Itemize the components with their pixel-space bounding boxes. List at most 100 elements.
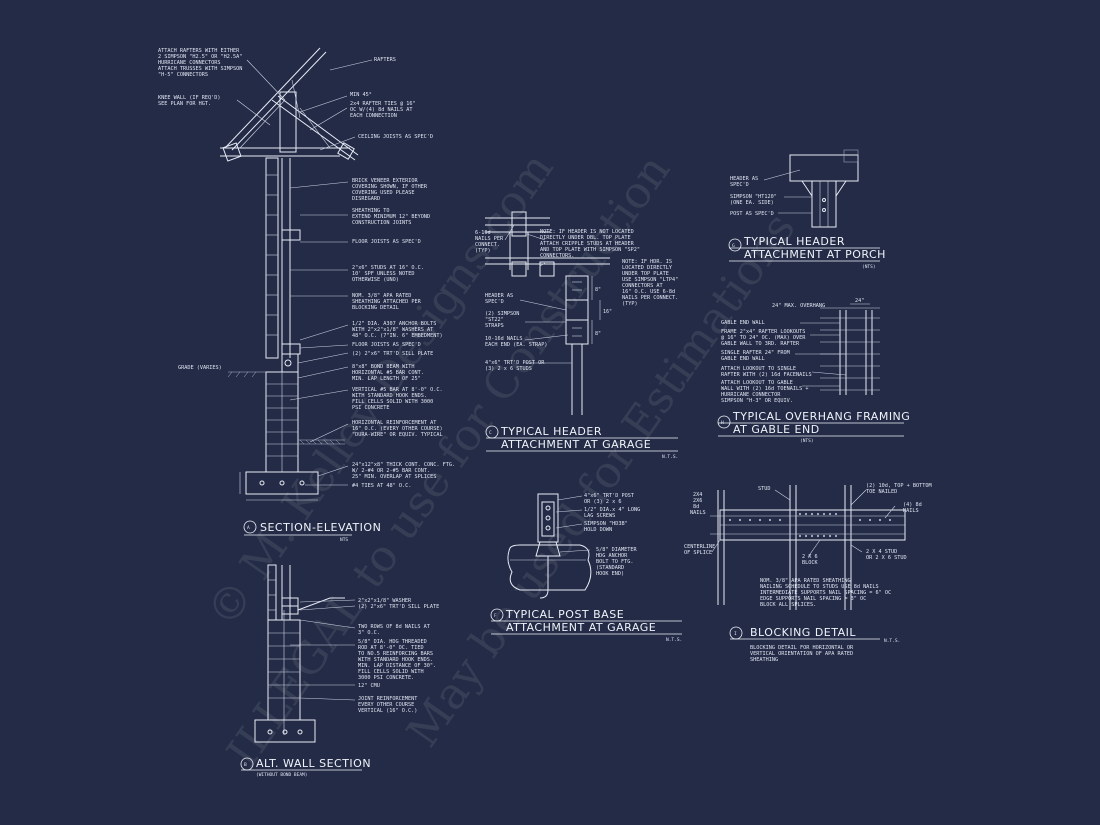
- detail-b-title: ALT. WALL SECTION: [256, 757, 371, 770]
- note: "H-5" CONNECTORS: [158, 72, 208, 78]
- note: BOLT TO FTG.: [596, 559, 633, 565]
- note: BLOCK: [802, 560, 818, 566]
- note: (3) 2 x 6 STUDS: [485, 366, 532, 372]
- note: SPEC'D: [485, 299, 504, 305]
- note: OR (3) 2 x 6: [584, 499, 621, 505]
- detail-g-title-line-1: TYPICAL HEADER: [743, 235, 845, 248]
- note: INTERMEDIATE SUPPORTS NAIL SPACING = 6" …: [760, 590, 891, 596]
- detail-g-framing: [789, 149, 859, 228]
- detail-g-title-block: G TYPICAL HEADER ATTACHMENT AT PORCH (NT…: [728, 235, 885, 270]
- note: MIN 45°: [350, 92, 372, 98]
- note: KNEE WALL (IF REQ'D): [158, 95, 220, 101]
- note: SHEATHING: [750, 657, 778, 663]
- note: SHEATHING TO: [352, 208, 389, 214]
- note: 10' SPF UNLESS NOTED: [352, 271, 414, 277]
- note: EXTEND MINIMUM 12" BEYOND: [352, 214, 430, 220]
- detail-a-cmu-foundation: [227, 371, 345, 501]
- note: VERTICAL (16" O.C.): [358, 708, 417, 714]
- note: ROD AT 8'-0" OC. TIED: [358, 645, 424, 651]
- detail-c-nts: N.T.S.: [662, 454, 678, 460]
- note: 8d: [693, 504, 699, 510]
- note: NOTE: IF HDR. IS: [622, 259, 672, 265]
- note: VERTICAL ORIENTATION OF APA RATED: [750, 651, 853, 657]
- note: BLOCKING DETAIL: [352, 305, 399, 311]
- note: WITH STANDARD HOOK ENDS.: [358, 657, 433, 663]
- note: 2 SIMPSON "H2.5" OR "H2.5A": [158, 54, 242, 60]
- note: CONNECTORS AT: [622, 283, 663, 289]
- note: 16" O.C. (EVERY OTHER COURSE): [352, 426, 443, 432]
- note: (2) SIMPSON: [485, 311, 519, 317]
- note: (2) 10d, TOP + BOTTOM: [866, 483, 932, 489]
- note: STRAPS: [485, 323, 504, 329]
- note: (4) 8d: [903, 502, 922, 508]
- detail-h-title-block: H TYPICAL OVERHANG FRAMING AT GABLE END …: [717, 410, 910, 444]
- detail-a-notes: ATTACH RAFTERS WITH EITHER 2 SIMPSON "H2…: [158, 48, 455, 489]
- note: NOM. 3/8" APA RATED: [352, 293, 411, 299]
- note: HURRICANE CONNECTORS: [158, 60, 220, 66]
- detail-c-notes: 6-10d NAILS PER CONNECT. (TYP) NOTE: IF …: [475, 229, 678, 372]
- detail-h-leaders: [795, 322, 847, 387]
- detail-f-title-line-2: ATTACHMENT AT GARAGE: [506, 621, 656, 634]
- note: EACH END (EA. STRAP): [485, 342, 547, 348]
- note: ATTACH LOOKOUT TO GABLE: [721, 380, 793, 386]
- note: @ 16" TO 24" OC. (MAX) OVER: [721, 335, 806, 341]
- note: COVERING SHOWN, IF OTHER: [352, 184, 428, 190]
- detail-a-leaders: [236, 59, 373, 486]
- note: MIN. LAP LENGTH OF 25": [352, 376, 421, 382]
- note: CONNECTORS.: [540, 253, 574, 259]
- note: 16" O.C. USE 6-8d: [622, 289, 675, 295]
- detail-h-overhang-framing: 24" MAX. OVERHANG 24" GABLE END WALL FRA…: [717, 298, 910, 444]
- detail-a-wall: [265, 157, 301, 373]
- detail-g-header-porch: HEADER AS SPEC'D SIMPSON "HT120" (ONE EA…: [728, 149, 885, 270]
- note: (TYP): [475, 248, 491, 254]
- note: ATTACH RAFTERS WITH EITHER: [158, 48, 240, 54]
- note: RAFTERS: [374, 57, 396, 63]
- note: GRADE (VARIES): [178, 365, 222, 371]
- note: TO NO.5 REINFORCING BARS: [358, 651, 433, 657]
- note: 48" O.C. (7"IN. 6" EMBEDMENT): [352, 333, 443, 339]
- detail-a-nts: NTS: [340, 537, 348, 543]
- note: "ST22": [485, 317, 504, 323]
- detail-f-leaders: [555, 495, 591, 553]
- detail-i-blocking: 2X4 2X6 8d NAILS STUD (2) 10d, TOP + BOT…: [684, 483, 932, 663]
- note: 24": [855, 298, 864, 304]
- note: FILL CELLS SOLID WITH: [358, 669, 424, 675]
- note: STUD: [758, 486, 771, 492]
- note: (2) 2"x6" TRT'D SILL PLATE: [352, 351, 433, 357]
- note: 2x4 RAFTER TIES @ 16": [350, 101, 416, 107]
- detail-f-letter: F: [494, 613, 497, 619]
- detail-a-title: SECTION-ELEVATION: [260, 521, 381, 534]
- detail-g-letter: G: [732, 243, 735, 249]
- note: SEE PLAN FOR HGT.: [158, 101, 211, 107]
- note: #4 TIES AT 48" O.C.: [352, 483, 411, 489]
- note: SHEATHING ATTACHED PER: [352, 299, 422, 305]
- note: 25" MIN. OVERLAP AT SPLICES: [352, 474, 436, 480]
- note: HEADER AS: [730, 176, 758, 182]
- note: NAILS: [903, 508, 919, 514]
- detail-g-nts: (NTS): [862, 264, 876, 270]
- detail-c-header-garage: 6-10d NAILS PER CONNECT. (TYP) NOTE: IF …: [475, 211, 678, 460]
- detail-b-leaders: [290, 599, 356, 701]
- detail-b-wall: [254, 564, 345, 743]
- note: 24" MAX. OVERHANG: [772, 303, 825, 309]
- note: WALL WITH (2) 16d TOENAILS +: [721, 386, 808, 392]
- note: AND TOP PLATE WITH SIMPSON "SP2": [540, 247, 640, 253]
- note: SIMPSON "HD3B": [584, 521, 628, 527]
- detail-i-framing: [710, 485, 906, 610]
- note: ATTACH LOOKOUT TO SINGLE: [721, 366, 796, 372]
- note: 2 X 6: [802, 554, 818, 560]
- note: 5/8" DIA. HDG THREADED: [358, 639, 427, 645]
- detail-b-subtitle: (WITHOUT BOND BEAM): [256, 772, 307, 778]
- note: 2 X 4 STUD: [866, 549, 897, 555]
- note: HURRICANE CONNECTOR: [721, 392, 781, 398]
- note: NOTE: IF HEADER IS NOT LOCATED: [540, 229, 634, 235]
- note: FILL CELLS SOLID WITH 3000: [352, 399, 433, 405]
- note: 2X6: [693, 498, 702, 504]
- detail-c-letter: C: [489, 430, 492, 436]
- detail-f-post-base: 4"x6" TRT'D POST OR (3) 2 x 6 1/2" DIA.x…: [490, 493, 682, 643]
- note: GABLE END WALL: [721, 356, 765, 362]
- detail-f-nts: N.T.S.: [666, 637, 682, 643]
- note: FLOOR JOISTS AS SPEC'D: [352, 239, 421, 245]
- note: CONSTRUCTION JOINTS: [352, 220, 411, 226]
